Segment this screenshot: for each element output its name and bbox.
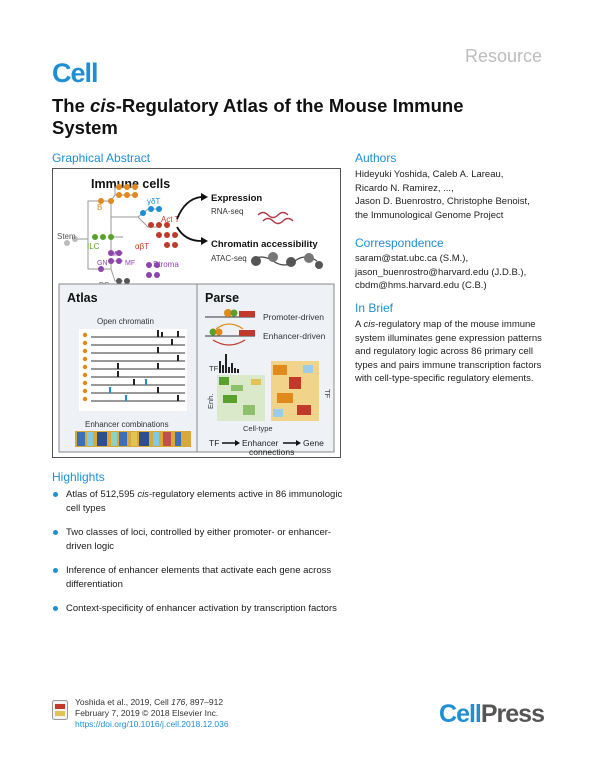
citation-footer: Yoshida et al., 2019, Cell 176, 897–912 … xyxy=(75,697,229,730)
section-label: Resource xyxy=(464,46,542,66)
label-mo: Mo xyxy=(111,251,121,258)
highlights-heading: Highlights xyxy=(52,470,105,484)
author-line: Hideyuki Yoshida, Caleb A. Lareau, xyxy=(355,169,504,180)
highlight-item: Context-specificity of enhancer activati… xyxy=(52,602,352,616)
highlight-item: Two classes of loci, controlled by eithe… xyxy=(52,526,352,553)
cellpress-logo: CellPress xyxy=(439,700,545,729)
authors-list: Hideyuki Yoshida, Caleb A. Lareau, Ricar… xyxy=(355,168,565,222)
heatmap-right xyxy=(271,361,319,421)
lineage-dots xyxy=(64,184,178,284)
brief-em: cis xyxy=(363,319,376,330)
label-stem: Stem xyxy=(57,232,76,241)
in-brief-text: A cis-regulatory map of the mouse immune… xyxy=(355,318,553,386)
enhancer-combinations-label: Enhancer combinations xyxy=(85,420,169,429)
citation-volume: 176 xyxy=(171,697,186,707)
citation-pages: , 897–912 xyxy=(185,697,224,707)
cellpress-cell: Cell xyxy=(439,700,482,728)
arrow-head-expression xyxy=(201,193,208,201)
graphical-abstract-figure: Immune cells xyxy=(52,168,341,458)
flow-tf: TF xyxy=(209,438,219,448)
open-chromatin-label: Open chromatin xyxy=(97,317,154,326)
label-ilc: ILC xyxy=(87,242,100,251)
flow-gene: Gene xyxy=(303,438,324,448)
title-post: -Regulatory Atlas of the Mouse Immune Sy… xyxy=(52,95,464,138)
in-brief-heading: In Brief xyxy=(355,301,394,315)
copyright-line: February 7, 2019 © 2018 Elsevier Inc. xyxy=(75,708,219,718)
cellpress-press: Press xyxy=(480,700,545,728)
article-title: The cis-Regulatory Atlas of the Mouse Im… xyxy=(52,95,532,139)
correspondence-heading: Correspondence xyxy=(355,236,444,250)
branch-arrows xyxy=(176,196,202,242)
arrow-head-chromatin xyxy=(201,237,208,245)
brief-post: -regulatory map of the mouse immune syst… xyxy=(355,319,542,384)
atlas-tracks xyxy=(79,329,187,411)
flow-arrow-2-head xyxy=(296,440,301,446)
label-gn: GN xyxy=(97,260,108,267)
flow-arrow-1-head xyxy=(235,440,240,446)
tf-label-right: TF xyxy=(323,389,332,399)
title-pre: The xyxy=(52,95,91,116)
correspondence-list: saram@stat.ubc.ca (S.M.), jason_buenrost… xyxy=(355,252,565,293)
label-mf: MF xyxy=(125,260,135,267)
lineage-tree xyxy=(75,186,158,282)
chromatin-label: Chromatin accessibility xyxy=(211,239,318,250)
tf-bars xyxy=(219,354,239,373)
citation-pre: Yoshida et al., 2019, Cell xyxy=(75,697,172,707)
atac-seq-label: ATAC-seq xyxy=(211,254,247,263)
citation-line: Yoshida et al., 2019, Cell 176, 897–912 xyxy=(75,697,229,708)
rna-strands xyxy=(257,211,294,225)
heatmap-left xyxy=(217,375,265,421)
highlight-item: Inference of enhancer elements that acti… xyxy=(52,564,352,591)
flow-connections: connections xyxy=(249,447,294,457)
expression-label: Expression xyxy=(211,193,262,204)
enhancer-driven-label: Enhancer-driven xyxy=(263,331,326,341)
flow-enhancer: Enhancer xyxy=(242,438,279,448)
nucleosome-strand xyxy=(250,252,323,269)
label-actt: Act T xyxy=(161,215,180,224)
doi-link[interactable]: https://doi.org/10.1016/j.cell.2018.12.0… xyxy=(75,719,229,729)
highlight-1-post: -regulatory elements active in 86 immuno… xyxy=(66,489,343,514)
graphical-abstract-heading: Graphical Abstract xyxy=(52,151,151,165)
email-link[interactable]: saram@stat.ubc.ca (S.M.), xyxy=(355,253,469,264)
atlas-title: Atlas xyxy=(67,291,98,305)
author-line: the Immunological Genome Project xyxy=(355,209,504,221)
crossmark-icon[interactable] xyxy=(52,700,68,720)
label-stroma: Stroma xyxy=(153,260,179,269)
rna-seq-label: RNA-seq xyxy=(211,207,243,216)
authors-heading: Authors xyxy=(355,151,397,165)
parse-title: Parse xyxy=(205,291,239,305)
email-link[interactable]: jason_buenrostro@harvard.edu (J.D.B.), xyxy=(355,266,527,278)
highlight-1-pre: Atlas of 512,595 xyxy=(66,489,138,500)
tf-label-top: TF xyxy=(209,364,219,373)
promoter-diagram xyxy=(205,309,255,346)
cell-type-label: Cell-type xyxy=(243,424,273,433)
enhancer-heatmap xyxy=(75,431,191,447)
immune-cells-title: Immune cells xyxy=(91,177,170,191)
graphical-abstract-svg: Immune cells xyxy=(57,177,335,457)
label-gdt: γδT xyxy=(147,197,160,206)
highlight-1-em: cis xyxy=(137,489,149,500)
label-b: B xyxy=(97,203,102,212)
journal-logo: Cell xyxy=(52,58,99,88)
label-abt: αβT xyxy=(135,242,149,251)
highlight-item: Atlas of 512,595 cis-regulatory elements… xyxy=(52,488,352,515)
highlights-list: Atlas of 512,595 cis-regulatory elements… xyxy=(52,488,352,627)
title-em: cis xyxy=(90,95,116,116)
author-line: Ricardo N. Ramirez, ..., xyxy=(355,182,454,194)
enh-label: Enh. xyxy=(206,394,215,409)
author-line: Jason D. Buenrostro, Christophe Benoist, xyxy=(355,196,530,207)
brief-pre: A xyxy=(355,319,364,330)
promoter-driven-label: Promoter-driven xyxy=(263,312,324,322)
email-link[interactable]: cbdm@hms.harvard.edu (C.B.) xyxy=(355,280,487,291)
